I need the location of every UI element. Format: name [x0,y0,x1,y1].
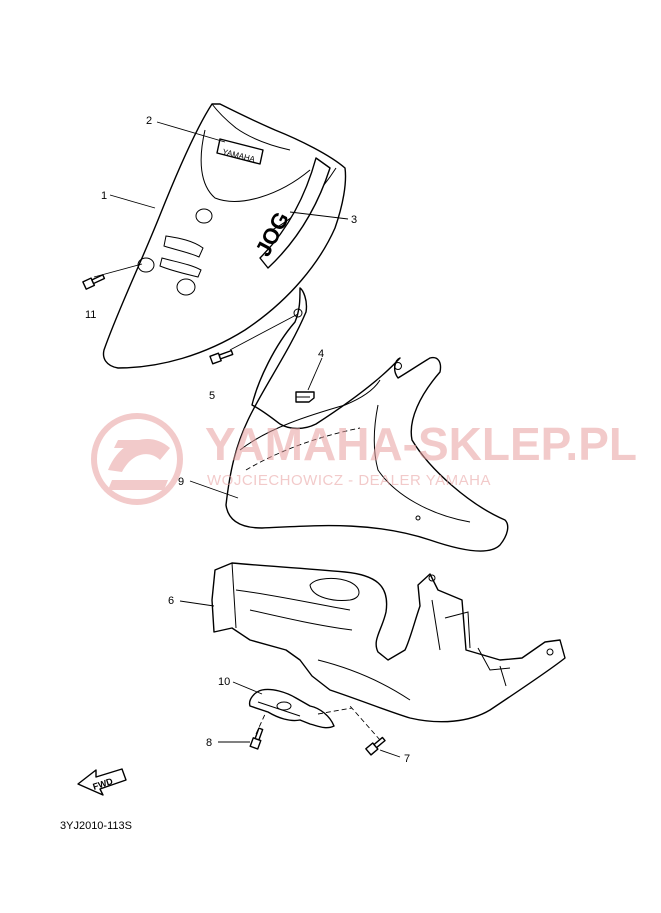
bolt-11 [82,274,106,290]
bolt-5 [209,349,234,365]
clip-part [295,391,315,403]
callout-7: 7 [404,753,410,765]
under-cover-part [211,562,566,723]
callout-11: 11 [85,309,96,321]
callout-6: 6 [168,595,174,607]
callout-8: 8 [206,737,212,749]
callouts: 2 1 3 11 4 5 9 6 10 8 7 [85,115,410,765]
watermark: YAMAHA-SKLEP.PL WOJCIECHOWICZ - DEALER Y… [91,413,637,505]
leader-lines [93,121,401,758]
watermark-logo [91,413,183,505]
fwd-arrow-icon: FWD [77,768,127,796]
callout-2: 2 [146,115,152,127]
leg-shield-part [225,287,509,552]
watermark-dealer: WOJCIECHOWICZ - DEALER YAMAHA [207,472,491,489]
callout-4: 4 [318,348,324,360]
bolt-7 [365,736,386,756]
watermark-site: YAMAHA-SKLEP.PL [205,418,637,470]
bracket-part [248,688,335,729]
callout-1: 1 [101,190,107,202]
callout-3: 3 [351,214,357,226]
callout-9: 9 [178,476,184,488]
bolt-8 [249,727,264,750]
diagram-code: 3YJ2010-113S [60,820,132,832]
callout-5: 5 [209,390,215,402]
callout-10: 10 [218,676,230,688]
yamaha-emblem: YAMAHA [216,138,264,165]
